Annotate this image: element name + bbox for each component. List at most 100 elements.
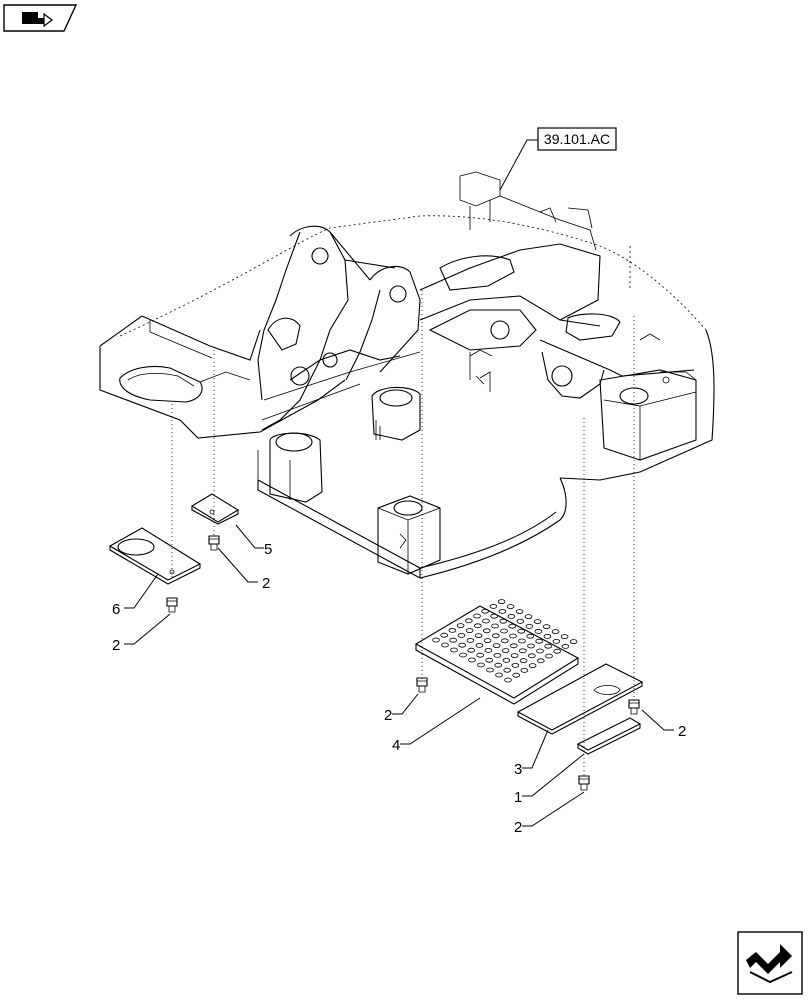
perforation-hole — [482, 618, 490, 624]
perforation-hole — [544, 643, 552, 649]
next-page-arrow-icon[interactable] — [737, 931, 803, 995]
perforation-hole — [533, 619, 542, 624]
perforation-holes — [432, 599, 578, 683]
perforation-hole — [536, 648, 544, 654]
perforation-hole — [508, 623, 517, 629]
reference-tag-text: 39.101.AC — [544, 131, 610, 147]
perforation-hole — [497, 599, 506, 604]
perforation-hole — [486, 667, 494, 673]
perforation-hole — [509, 633, 517, 639]
perforation-hole — [481, 608, 490, 614]
perforation-hole — [561, 644, 570, 649]
perforation-hole — [475, 643, 484, 648]
perforation-hole — [449, 637, 458, 643]
callout-4: 4 — [392, 737, 400, 754]
part-6-cover-plate[interactable] — [108, 527, 202, 585]
perforation-hole — [518, 638, 526, 644]
perforation-hole — [468, 657, 476, 663]
perforation-hole — [551, 629, 560, 634]
perforation-hole — [432, 637, 440, 643]
perforation-hole — [553, 648, 561, 654]
perforation-hole — [516, 619, 525, 624]
perforation-hole — [527, 653, 536, 659]
part-5-small-plate[interactable] — [190, 493, 240, 525]
assembly-center-lines — [171, 290, 635, 778]
perforation-hole — [498, 609, 507, 614]
perforation-hole — [477, 662, 485, 668]
perforation-hole — [527, 643, 535, 649]
perforation-hole — [569, 639, 578, 644]
perforation-hole — [517, 628, 525, 634]
perforation-hole — [525, 624, 534, 629]
perforation-hole — [499, 618, 508, 624]
perforation-hole — [441, 642, 449, 648]
perforation-hole — [504, 677, 512, 683]
perforation-hole — [511, 663, 520, 668]
callout-2: 2 — [678, 723, 686, 740]
callout-1: 1 — [514, 789, 522, 806]
perforation-hole — [458, 642, 467, 648]
perforation-hole — [503, 667, 512, 673]
perforation-hole — [500, 628, 508, 634]
callout-labels: 5 2 6 2 2 4 3 1 2 2 — [112, 541, 686, 836]
book-navigation-icon[interactable] — [3, 4, 78, 32]
perforation-hole — [560, 634, 569, 639]
perforation-hole — [450, 647, 458, 653]
callout-leaders — [124, 524, 674, 827]
perforation-hole — [440, 632, 449, 638]
callout-2: 2 — [514, 819, 522, 836]
upper-frame — [99, 171, 715, 579]
perforation-hole — [493, 653, 502, 658]
part-3-bracket-plate[interactable] — [516, 663, 644, 735]
perforation-hole — [474, 633, 483, 638]
callout-5: 5 — [264, 541, 272, 558]
callout-2: 2 — [112, 637, 120, 654]
perforation-hole — [543, 634, 552, 639]
perforation-hole — [456, 623, 465, 628]
perforation-hole — [492, 643, 501, 648]
callout-2: 2 — [384, 707, 392, 724]
perforation-hole — [466, 638, 475, 643]
perforation-hole — [512, 672, 520, 678]
perforation-hole — [489, 604, 498, 609]
perforation-hole — [494, 662, 503, 668]
perforation-hole — [465, 628, 474, 633]
perforation-hole — [518, 648, 527, 654]
perforation-hole — [536, 658, 545, 664]
perforation-hole — [520, 668, 529, 673]
perforation-hole — [515, 609, 524, 614]
perforation-hole — [526, 633, 534, 639]
perforation-hole — [535, 638, 543, 644]
perforation-hole — [534, 629, 543, 634]
reference-tag[interactable]: 39.101.AC — [499, 127, 617, 191]
perforation-hole — [491, 633, 500, 639]
perforation-hole — [500, 638, 509, 644]
perforation-hole — [476, 652, 485, 658]
perforation-hole — [483, 638, 492, 643]
part-4-perforated-plate[interactable] — [414, 599, 580, 705]
perforation-hole — [457, 633, 466, 638]
callout-3: 3 — [514, 761, 522, 778]
perforation-hole — [519, 658, 528, 663]
perforation-hole — [509, 643, 518, 649]
perforation-hole — [485, 657, 494, 663]
perforation-hole — [524, 614, 533, 619]
perforation-hole — [545, 653, 553, 659]
perforation-hole — [473, 623, 482, 629]
perforation-hole — [467, 647, 476, 653]
perforation-hole — [490, 613, 499, 619]
perforation-hole — [542, 624, 551, 629]
perforation-hole — [506, 604, 515, 609]
perforation-hole — [459, 652, 467, 658]
bolt-part-2[interactable] — [166, 535, 640, 791]
perforation-hole — [528, 663, 537, 668]
perforation-hole — [491, 623, 499, 629]
perforation-hole — [464, 618, 473, 624]
perforation-hole — [502, 658, 511, 663]
perforation-hole — [448, 628, 457, 633]
perforation-hole — [507, 614, 516, 619]
part-1-strip[interactable] — [576, 717, 642, 755]
perforation-hole — [473, 613, 481, 619]
perforation-hole — [495, 672, 503, 678]
